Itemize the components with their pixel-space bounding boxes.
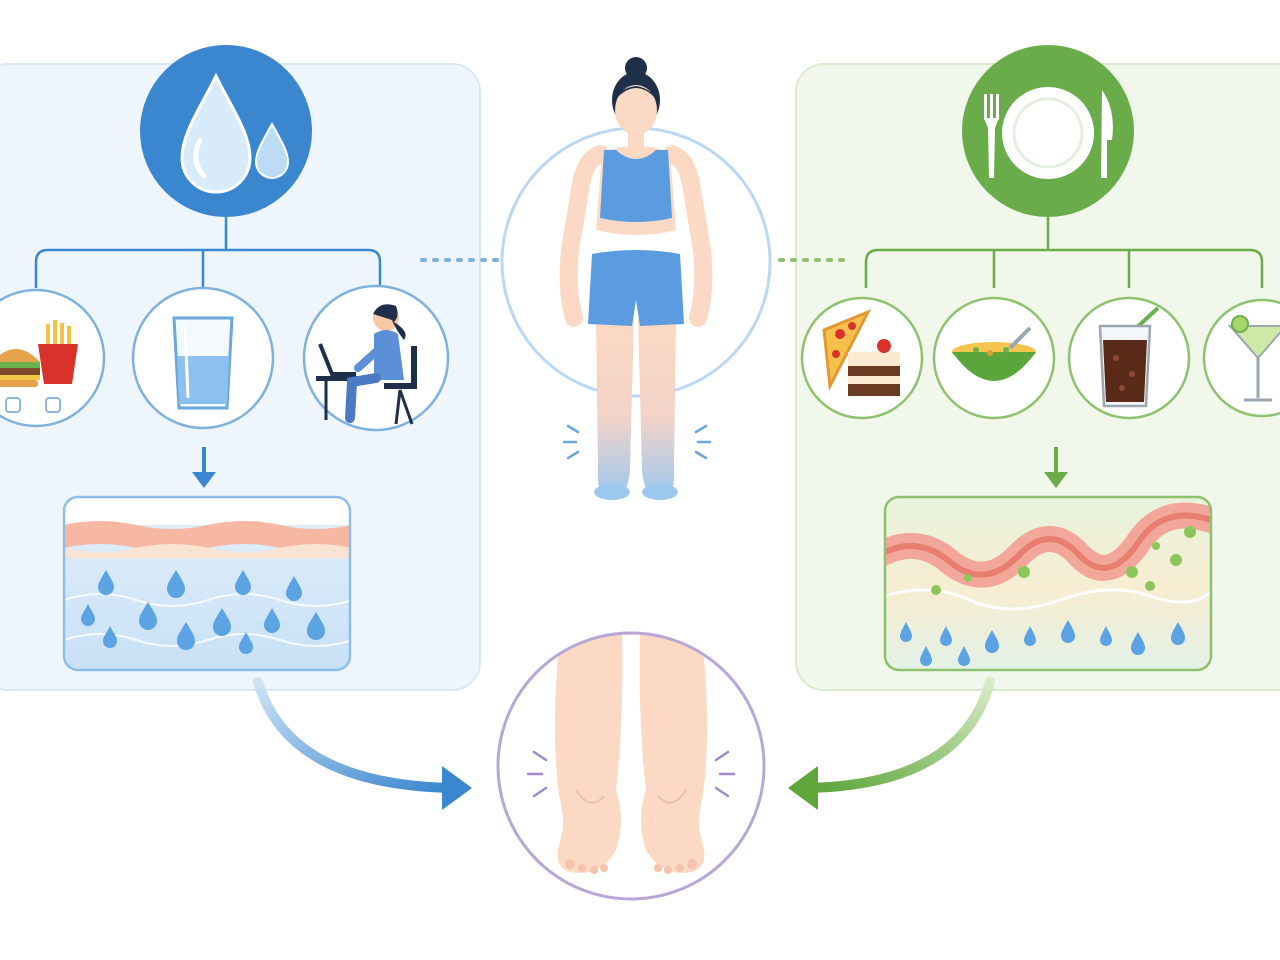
right-cause-connectors (864, 217, 1264, 288)
soup-bowl-icon (932, 296, 1056, 420)
right-panel (795, 45, 1280, 691)
skin-fluid-cross-section-icon (62, 495, 352, 672)
inflamed-tissue-icon (883, 495, 1213, 672)
left-down-arrow (192, 447, 216, 488)
left-panel (0, 45, 481, 691)
swollen-feet-icon (496, 631, 766, 901)
cola-glass-icon (1067, 296, 1191, 420)
water-drops-icon (140, 45, 312, 217)
right-down-arrow (1044, 447, 1068, 488)
feet-ring (496, 631, 766, 901)
woman-standing-icon (559, 57, 713, 500)
water-glass-icon (131, 286, 275, 430)
plate-fork-knife-icon (962, 45, 1134, 217)
pizza-cake-icon (800, 296, 924, 420)
swelling-marks-icon (562, 424, 712, 460)
left-cause-connectors (34, 217, 382, 288)
right-curved-arrow (788, 677, 995, 810)
feet-swelling-marks (526, 750, 736, 798)
fast-food-icon (0, 288, 106, 428)
sitting-at-desk-icon (302, 284, 450, 432)
cocktail-icon (1202, 298, 1280, 418)
left-curved-arrow (253, 677, 472, 810)
center-figure (420, 57, 848, 500)
